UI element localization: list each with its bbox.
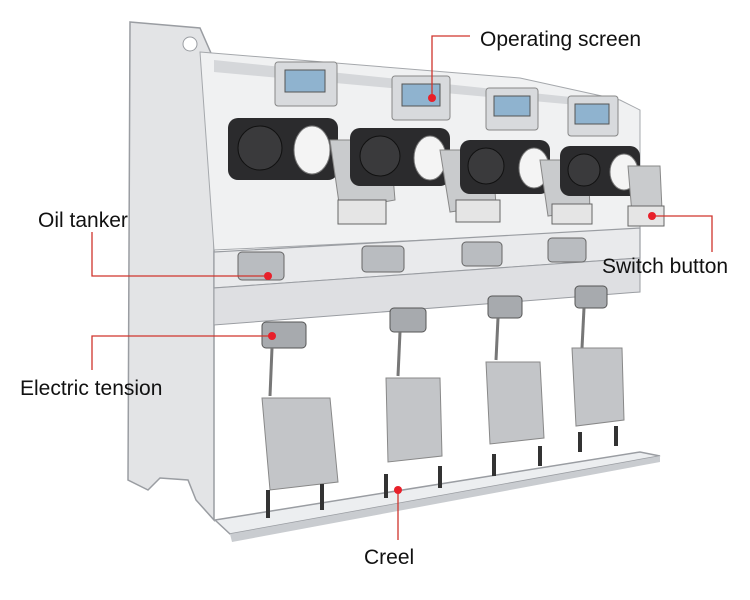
left-side-frame [127,21,215,522]
winding-unit-3 [460,87,593,225]
callout-operating-screen [431,35,470,96]
callout-electric-tension [91,335,272,370]
switch-button-label: Switch button [602,255,729,278]
dot-operating-screen [428,94,436,102]
dot-electric-tension [268,332,276,340]
dot-switch-button [648,212,656,220]
callout-switch-button [652,215,713,252]
dot-creel [394,486,402,494]
tension-units [261,285,608,397]
creel-posts [266,426,618,518]
yarn-shields [261,347,625,491]
base-plate-front [230,456,660,542]
callout-oil-tanker [91,232,268,277]
callout-dots [264,94,656,494]
oil-tanker-units [237,237,587,281]
winding-unit-4 [560,95,665,227]
oil-tanker-label: Oil tanker [38,209,128,232]
callout-lines [91,35,713,540]
dot-oil-tanker [264,272,272,280]
operating-screen-label: Operating screen [480,28,642,51]
lower-crossbar [213,257,641,326]
frame-hole [182,36,198,52]
creel-label: Creel [364,546,415,569]
electric-tension-label: Electric tension [20,377,163,400]
